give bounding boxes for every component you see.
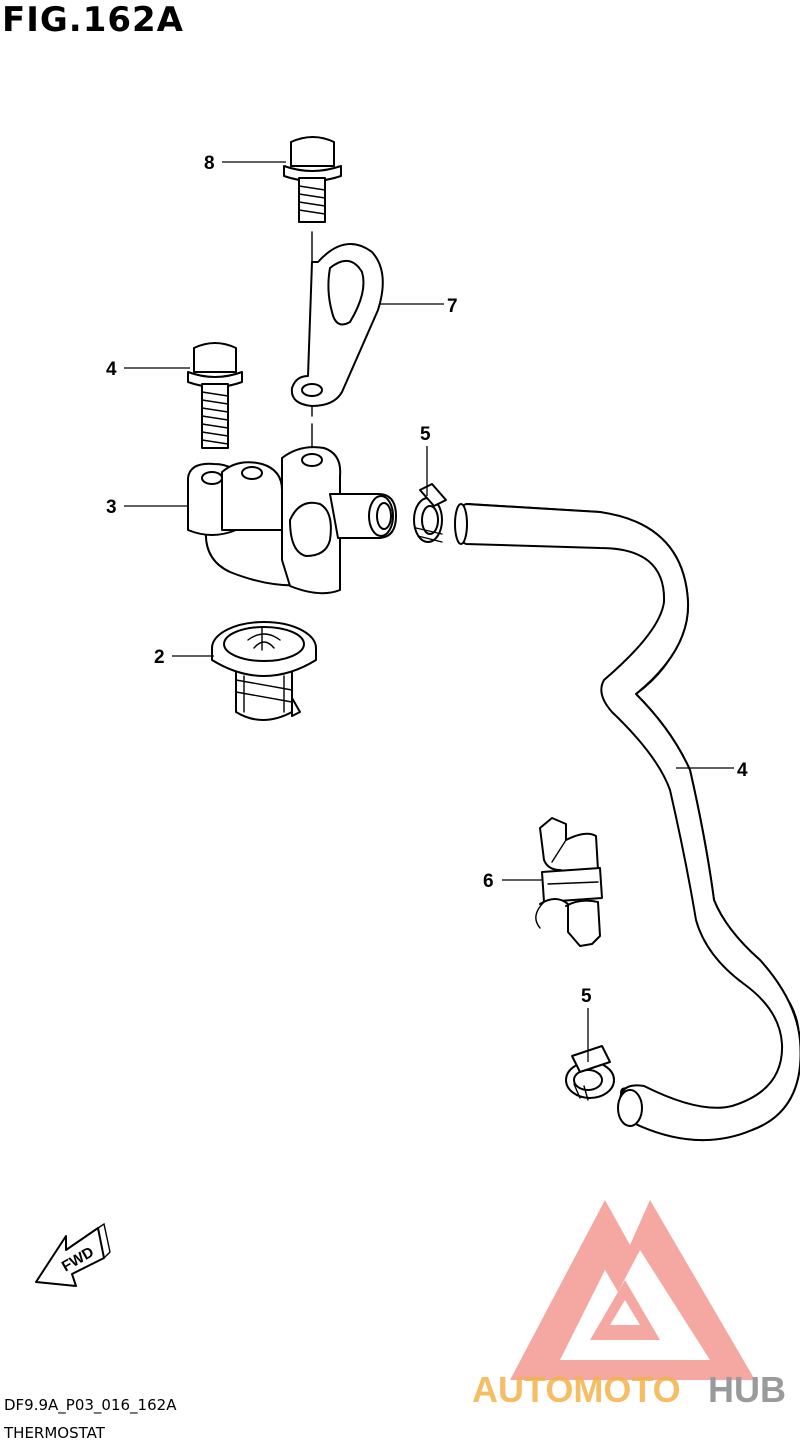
hose-4 xyxy=(454,503,800,1142)
watermark-text-automoto: AUTOMOTO xyxy=(472,1369,681,1410)
callout-3: 4 xyxy=(106,359,117,380)
callout-4: 4 xyxy=(737,760,748,781)
callout-5-lower: 5 xyxy=(581,986,592,1007)
bolt-8 xyxy=(283,136,342,223)
footer-code: DF9.9A_P03_016_162A xyxy=(4,1396,177,1414)
hose-clip-6 xyxy=(535,817,603,947)
fwd-arrow-icon: FWD xyxy=(35,1222,111,1287)
figure-title: FIG.162A xyxy=(2,0,184,40)
callout-1: 2 xyxy=(154,647,165,668)
callout-8: 8 xyxy=(204,153,215,174)
callout-7: 7 xyxy=(447,296,458,317)
callout-6: 6 xyxy=(483,871,494,892)
thermostat-1 xyxy=(211,621,317,721)
watermark-text-hub: HUB xyxy=(708,1369,786,1410)
bracket-7 xyxy=(290,243,384,407)
callout-2: 3 xyxy=(106,497,117,518)
clamp-5-upper xyxy=(413,483,447,543)
clamp-5-lower xyxy=(565,1045,615,1101)
watermark-logo xyxy=(510,1200,755,1380)
callout-5-upper: 5 xyxy=(420,424,431,445)
bolt-3 xyxy=(187,342,243,449)
thermostat-housing-2 xyxy=(187,446,397,595)
footer-name: THERMOSTAT xyxy=(4,1424,105,1442)
